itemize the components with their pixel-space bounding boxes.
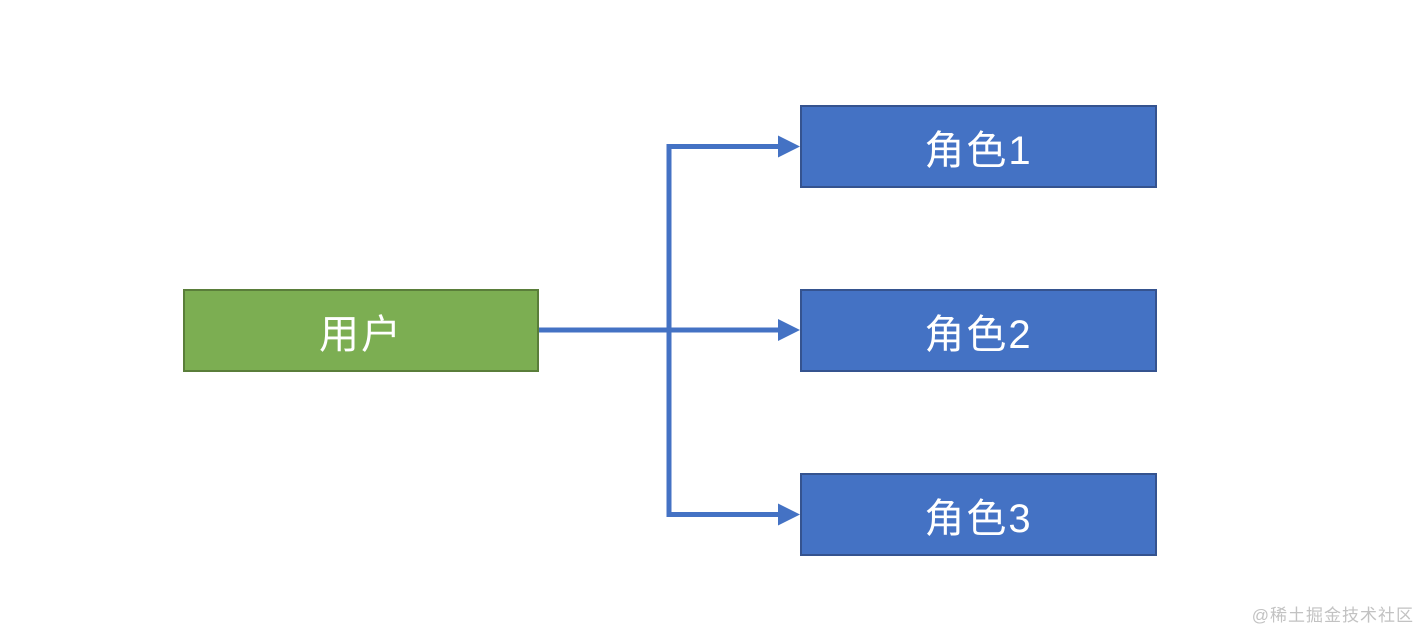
- role-node-2-label: 角色2: [924, 312, 1033, 357]
- watermark: @稀土掘金技术社区: [1251, 606, 1414, 625]
- arrowhead-role-3: [778, 503, 800, 526]
- role-node-1: 角色1: [800, 105, 1157, 188]
- role-node-2: 角色2: [800, 289, 1157, 372]
- arrowhead-role-2: [778, 319, 800, 341]
- role-node-3-label: 角色3: [924, 496, 1033, 541]
- role-node-3: 角色3: [800, 473, 1157, 556]
- user-node: 用户: [183, 289, 539, 372]
- user-node-label: 用户: [319, 312, 403, 357]
- arrowhead-role-1: [778, 135, 800, 158]
- role-node-1-label: 角色1: [924, 128, 1033, 173]
